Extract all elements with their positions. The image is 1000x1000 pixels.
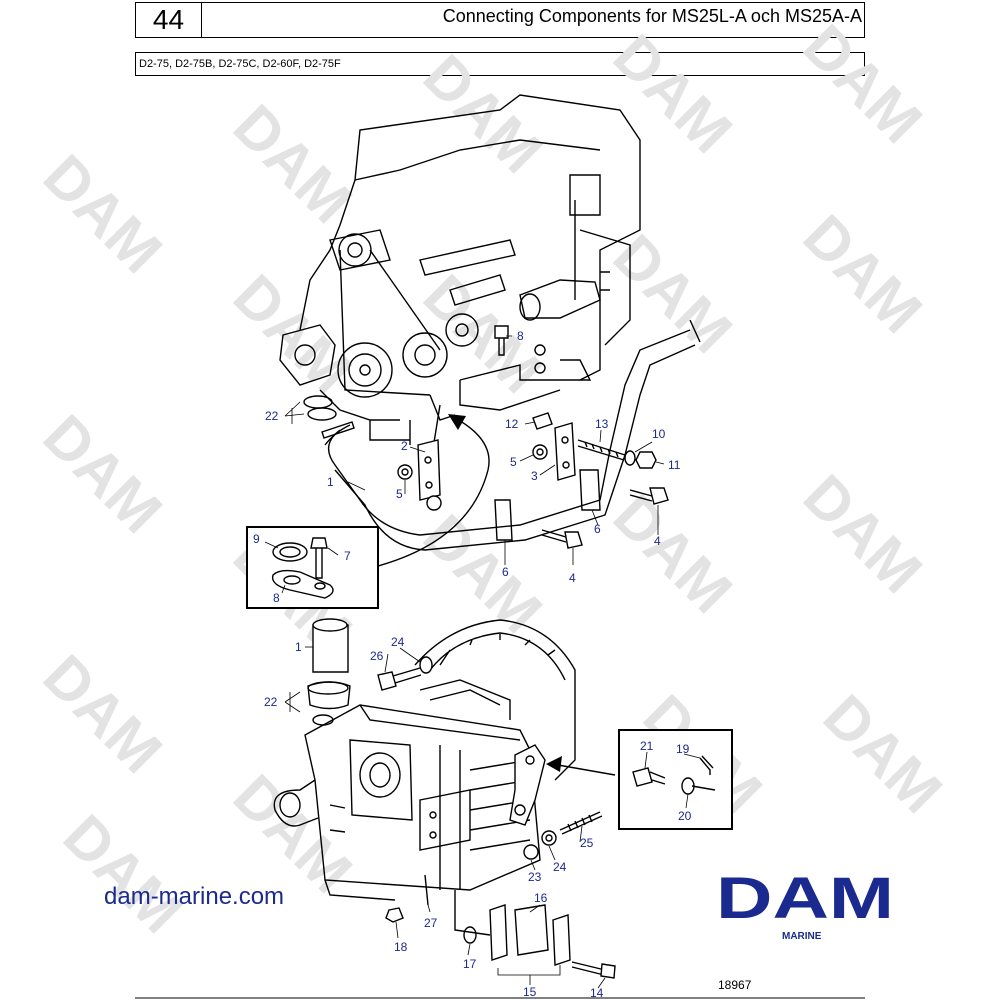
callout: 4 [654,534,661,548]
svg-text:DAM: DAM [411,502,555,646]
arrow-head-upper [448,414,466,430]
svg-text:DAM: DAM [601,482,745,626]
callout: 6 [594,522,601,536]
callout: 19 [676,742,690,756]
callout: 17 [463,957,477,971]
svg-text:DAM: DAM [811,682,955,826]
svg-text:DAM: DAM [791,12,935,156]
svg-text:DAM: DAM [31,402,175,546]
callout-labels-lower: 1 22 24 26 21 19 20 25 24 23 27 18 16 17… [264,635,692,1000]
svg-text:DAM: DAM [31,642,175,786]
callout: 2 [401,439,408,453]
dam-logo: DAM MARINE [716,866,894,942]
detail-box-upper [246,526,379,609]
callout: 13 [595,417,609,431]
callout: 26 [370,649,384,663]
svg-text:DAM: DAM [411,42,555,186]
leader-lines [264,335,701,989]
svg-text:DAM: DAM [791,202,935,346]
page-number: 44 [136,3,202,37]
callout: 21 [640,739,654,753]
callout: 24 [391,635,405,649]
svg-text:DAM: DAM [51,802,195,946]
detail-box-lower [618,729,733,830]
callout: 7 [344,549,351,563]
callout: 3 [531,469,538,483]
svg-text:DAM: DAM [791,462,935,606]
model-list: D2-75, D2-75B, D2-75C, D2-60F, D2-75F [135,52,865,76]
svg-text:MARINE: MARINE [782,931,822,942]
callout: 8 [273,591,280,605]
callout: 8 [517,329,524,343]
callout: 18 [394,940,408,954]
callout: 6 [502,565,509,579]
pointer-arrow-lower [557,764,616,776]
callout: 24 [553,860,567,874]
callout: 22 [265,409,279,423]
callout: 10 [652,427,666,441]
callout: 12 [505,417,519,431]
coolant-pipe-upper [321,319,701,551]
callout: 25 [580,836,594,850]
drawing-number: 18967 [718,978,752,992]
pointer-arrow-upper [377,417,490,567]
callout: 15 [523,985,537,999]
callout: 5 [396,487,403,501]
gearbox [273,618,616,979]
upper-fasteners [303,325,669,549]
page-title: Connecting Components for MS25L-A och MS… [442,6,862,26]
callout: 16 [534,891,548,905]
callout: 22 [264,695,278,709]
svg-text:DAM: DAM [716,866,894,931]
arrow-head-lower [546,756,562,772]
header-bar: 44 Connecting Components for MS25L-A och… [135,2,865,38]
callout: 1 [295,640,302,654]
website-link[interactable]: dam-marine.com [104,883,285,910]
callout: 27 [424,916,438,930]
callout: 14 [590,986,604,1000]
callout: 11 [668,458,681,472]
svg-text:DAM: DAM [31,142,175,286]
callout: 4 [569,571,576,585]
engine-block [279,94,641,456]
callout: 5 [510,455,517,469]
callout: 9 [253,532,260,546]
callout: 20 [678,809,692,823]
svg-text:DAM: DAM [601,22,745,166]
callout: 1 [327,475,334,489]
callout-labels-upper: 1 2 3 4 4 5 5 6 6 7 8 8 9 10 11 12 13 22 [253,329,681,605]
callout: 23 [528,870,542,884]
